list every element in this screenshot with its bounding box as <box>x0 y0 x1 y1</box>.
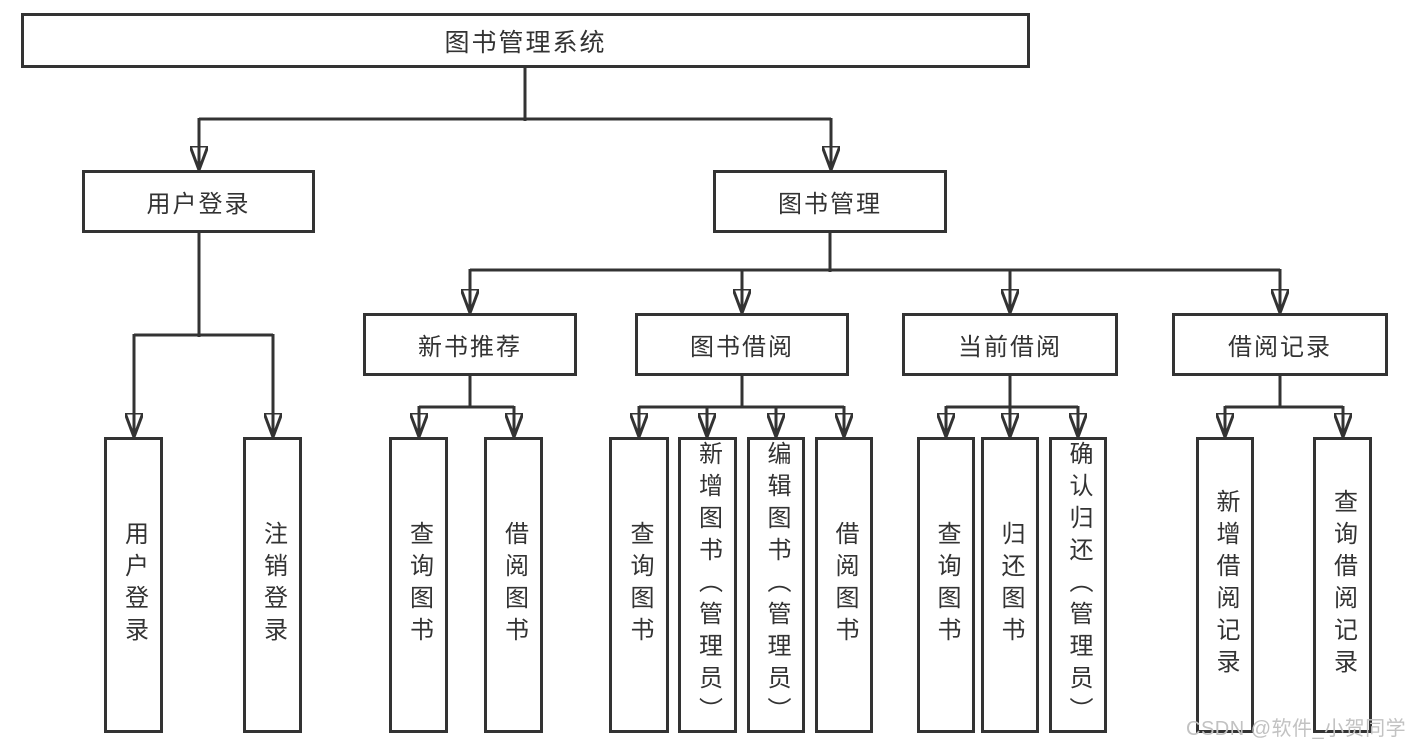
leaf-confirm-return-admin-label: 确认归还（管理员） <box>1065 441 1092 729</box>
connector-current-to-leaves <box>946 376 1078 433</box>
leaf-query-books-recommend-label: 查询图书 <box>405 521 433 649</box>
leaf-return-books-label: 归还图书 <box>997 521 1024 649</box>
leaf-user-login: 用户登录 <box>104 437 163 733</box>
connector-records-to-leaves <box>1225 376 1343 433</box>
connector-recommend-to-leaves <box>419 376 514 433</box>
connector-login-to-leaves <box>134 233 273 433</box>
node-book-borrowing: 图书借阅 <box>635 313 849 376</box>
leaf-query-books-borrow-label: 查询图书 <box>626 521 653 649</box>
connector-borrow-to-leaves <box>639 376 844 433</box>
node-book-management: 图书管理 <box>713 170 947 233</box>
node-new-book-recommend: 新书推荐 <box>363 313 577 376</box>
leaf-logout: 注销登录 <box>243 437 302 733</box>
csdn-watermark: CSDN @软件_小贺同学 <box>1186 718 1405 740</box>
leaf-edit-books-admin-label: 编辑图书（管理员） <box>763 441 790 729</box>
leaf-user-login-label: 用户登录 <box>120 521 148 649</box>
node-user-login: 用户登录 <box>82 170 315 233</box>
leaf-query-books-borrow: 查询图书 <box>609 437 669 733</box>
leaf-confirm-return-admin: 确认归还（管理员） <box>1049 437 1107 733</box>
leaf-query-borrow-record-label: 查询借阅记录 <box>1329 489 1357 681</box>
leaf-borrow-books-label: 借阅图书 <box>831 521 858 649</box>
leaf-add-borrow-record-label: 新增借阅记录 <box>1212 489 1239 681</box>
node-borrowing-records: 借阅记录 <box>1172 313 1388 376</box>
leaf-edit-books-admin: 编辑图书（管理员） <box>747 437 805 733</box>
connector-root-to-level2 <box>199 68 831 166</box>
node-current-borrowing: 当前借阅 <box>902 313 1118 376</box>
leaf-borrow-books-recommend-label: 借阅图书 <box>500 521 528 649</box>
leaf-add-books-admin: 新增图书（管理员） <box>678 437 737 733</box>
leaf-return-books: 归还图书 <box>981 437 1039 733</box>
leaf-borrow-books-recommend: 借阅图书 <box>484 437 543 733</box>
leaf-add-books-admin-label: 新增图书（管理员） <box>694 441 722 729</box>
leaf-query-books-current: 查询图书 <box>917 437 975 733</box>
leaf-logout-label: 注销登录 <box>259 521 287 649</box>
node-root-system: 图书管理系统 <box>21 13 1030 68</box>
leaf-query-borrow-record: 查询借阅记录 <box>1313 437 1372 733</box>
leaf-borrow-books: 借阅图书 <box>815 437 873 733</box>
leaf-query-books-recommend: 查询图书 <box>389 437 448 733</box>
leaf-query-books-current-label: 查询图书 <box>933 521 960 649</box>
leaf-add-borrow-record: 新增借阅记录 <box>1196 437 1254 733</box>
connector-management-to-level3 <box>470 233 1280 309</box>
